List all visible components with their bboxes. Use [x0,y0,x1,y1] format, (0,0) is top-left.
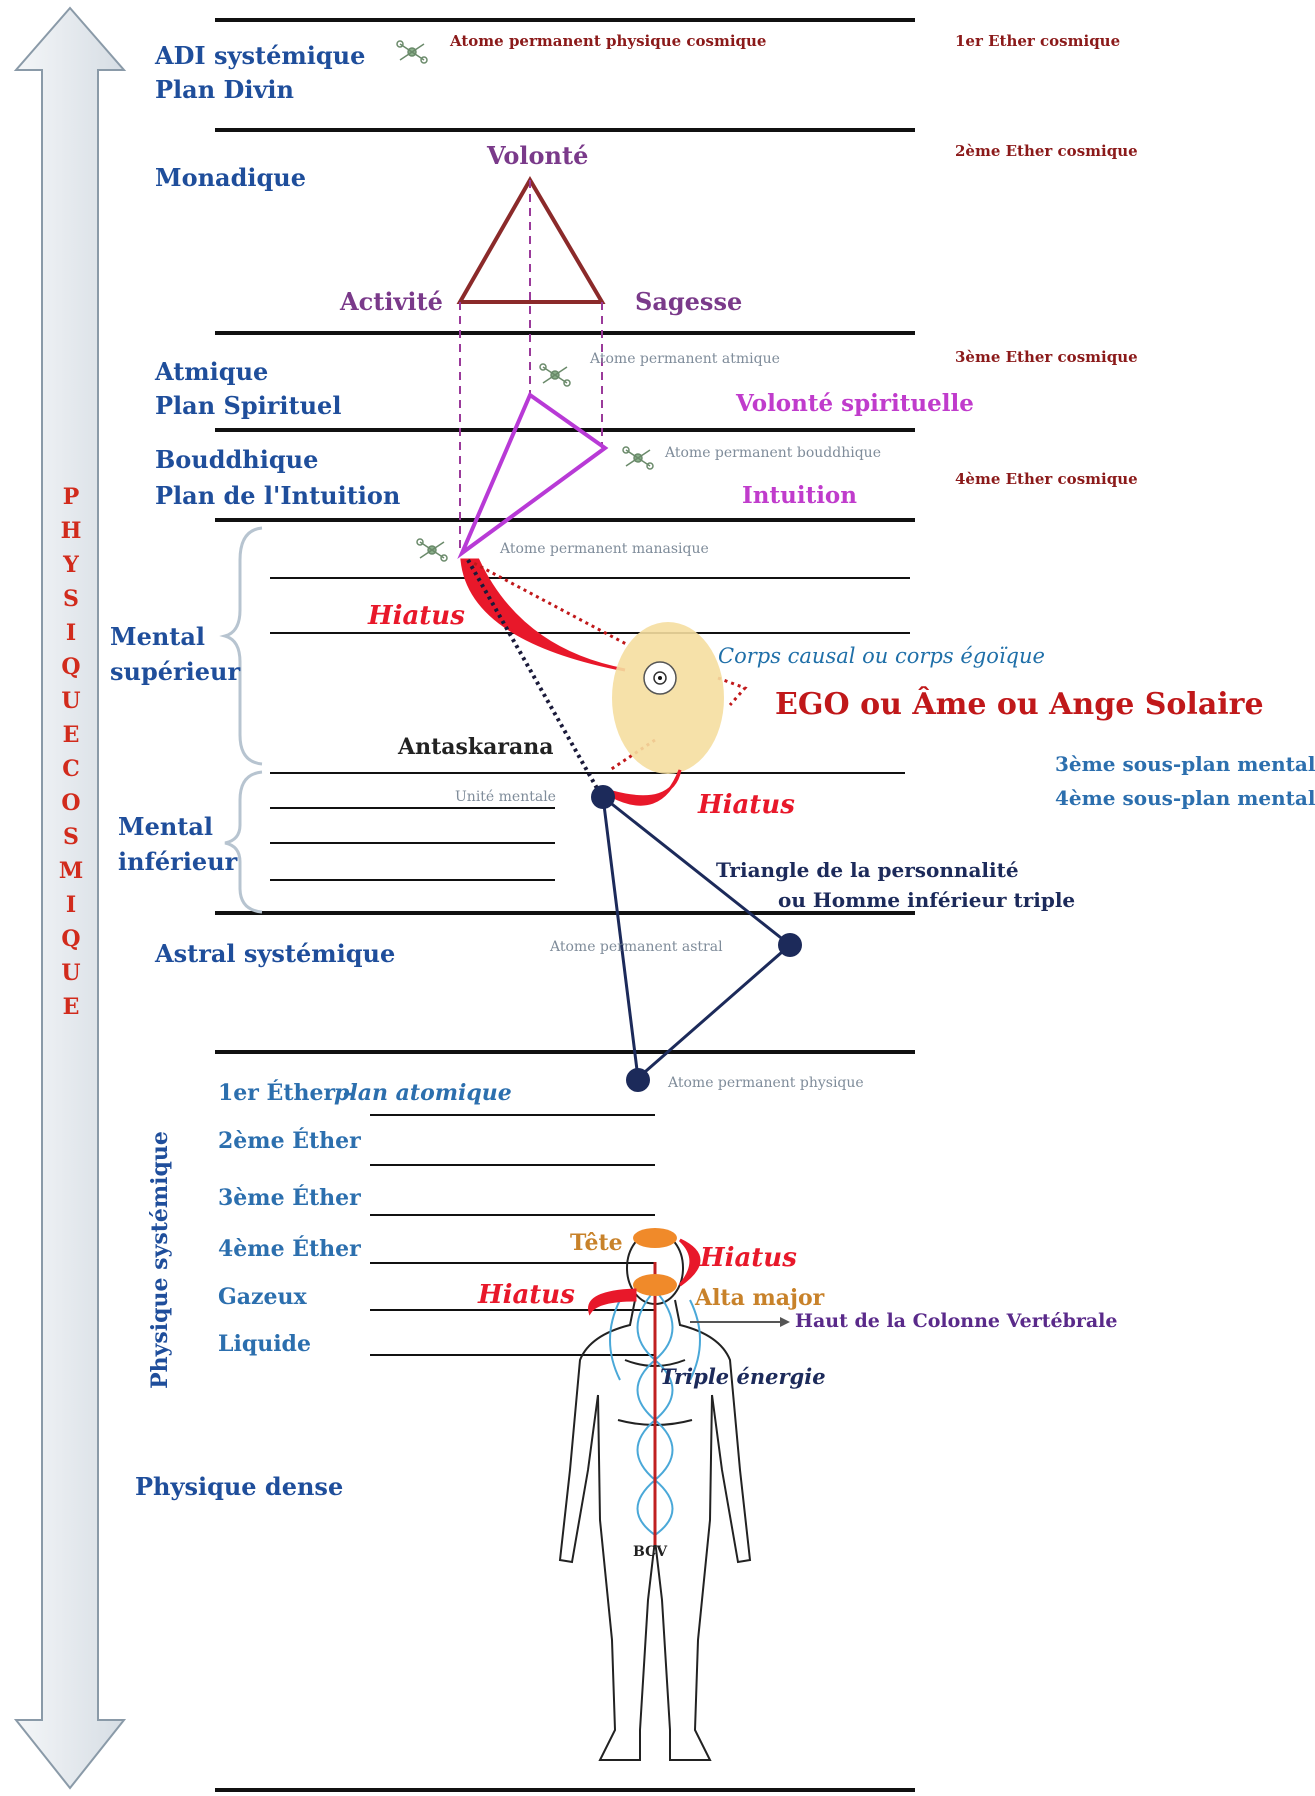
vertical-letter: P [62,484,80,510]
atom-label-bouddhique: Atome permanent bouddhique [665,445,881,461]
plane-label-divin: Plan Divin [155,75,294,104]
vertical-letter: U [61,960,81,986]
vertical-letter: O [61,790,81,816]
atom-icon [396,40,654,562]
double-arrow-icon [13,6,127,1790]
monad-volonte: Volonté [487,141,589,170]
hiatus-label-2: Hiatus [698,790,795,820]
physical-atom-dot [626,1068,650,1092]
volonte-spirituelle: Volonté spirituelle [736,390,974,417]
brace-mental-inferieur [224,770,263,914]
vertical-letter: M [58,858,84,884]
spiritual-triad-triangle [457,391,609,559]
tete-label: Tête [570,1230,623,1256]
diagram-graphics [13,6,915,1792]
hiatus-curve-head [678,1238,701,1287]
astral-atom-dot [778,933,802,957]
hiatus-curve-neck [588,1288,637,1316]
unite-mentale-dot [591,785,615,809]
vertical-label-physique-cosmique: P H Y S I Q U E C O S M I Q U E [56,480,86,1024]
vertical-letter: Q [61,654,81,680]
plane-label-adi: ADI systémique [155,41,366,70]
corps-causal-label: Corps causal ou corps égoïque [718,644,1045,668]
gazeux-label: Gazeux [218,1284,307,1310]
vertical-letter: S [63,586,79,612]
personnalite-label-2: ou Homme inférieur triple [778,888,1076,912]
head-center-icon [633,1228,677,1248]
brace-mental-superieur [219,526,263,766]
ether-4-label: 4ème Éther [218,1236,361,1262]
dotted-link-red [467,558,629,647]
vertical-letter: I [65,892,77,918]
plane-label-mental-sup-1: Mental [110,622,206,651]
arrow-head-icon [780,1317,790,1327]
hiatus-label-3: Hiatus [700,1243,797,1273]
atom-label-unite-mentale: Unité mentale [455,789,556,805]
atom-label-atmique: Atome permanent atmique [590,351,780,367]
plane-label-mental-inf-1: Mental [118,812,214,841]
vertical-letter: I [65,620,77,646]
vertical-letter: E [62,994,80,1020]
vertical-letter: Y [63,552,79,578]
monad-sagesse: Sagesse [635,287,743,316]
dotted-link-red [717,676,748,706]
alta-major-center-icon [633,1274,677,1296]
sous-plan-4: 4ème sous-plan mental [1055,786,1315,810]
ether-1-label: 1er Éther – [218,1080,354,1106]
plane-label-mental-inf-2: inférieur [118,847,238,876]
plane-label-physique-systemique: Physique systémique [147,1131,173,1389]
liquide-label: Liquide [218,1331,311,1357]
hiatus-curve-lower [607,769,682,806]
plane-label-monadique: Monadique [155,163,306,192]
antaskarana-line [466,559,600,791]
plane-label-physique-dense: Physique dense [135,1472,344,1501]
hiatus-label-4: Hiatus [478,1280,575,1310]
vertical-letter: Q [61,926,81,952]
vertical-letter: C [62,756,80,782]
sous-plan-3: 3ème sous-plan mental [1055,752,1315,776]
personality-triangle [601,793,793,1081]
personnalite-label-1: Triangle de la personnalité [716,858,1019,882]
colonne-label: Haut de la Colonne Vertébrale [795,1310,1118,1332]
triple-energie-label: Triple énergie [660,1364,826,1389]
plane-label-astral: Astral systémique [155,939,396,968]
plane-label-bouddhique: Bouddhique [155,445,319,474]
ether-2-label: 2ème Éther [218,1128,361,1154]
hiatus-label-1: Hiatus [368,601,465,631]
ether-cosmique-1: 1er Ether cosmique [955,32,1121,50]
ego-label: EGO ou Âme ou Ange Solaire [775,687,1264,722]
vertical-letter: U [61,688,81,714]
ether-cosmique-3: 3ème Ether cosmique [955,348,1138,366]
diagram-canvas: P H Y S I Q U E C O S M I Q U E ADI syst… [13,6,1315,1792]
antaskarana-label: Antaskarana [398,734,554,760]
ether-1-plan-atomique: plan atomique [334,1080,512,1106]
hiatus-curve-upper [460,558,626,672]
alta-major-label: Alta major [695,1285,825,1311]
plane-label-spirituel: Plan Spirituel [155,391,342,420]
plane-label-mental-sup-2: supérieur [110,657,241,686]
intuition-label: Intuition [742,482,857,509]
monad-triangle [456,176,606,304]
vertical-letter: S [63,824,79,850]
bcv-label: BCV [633,1544,668,1560]
vertical-letter: E [62,722,80,748]
monad-activite: Activité [340,287,443,316]
atom-label-physique: Atome permanent physique [668,1075,864,1091]
vertical-letter: H [60,518,82,544]
atom-label-manasique: Atome permanent manasique [500,541,709,557]
atom-label-physique-cosmique: Atome permanent physique cosmique [450,32,767,50]
plane-label-atmique: Atmique [155,357,269,386]
atom-label-astral: Atome permanent astral [550,939,723,955]
causal-body [612,622,724,774]
lotus-icon [643,661,677,695]
ether-3-label: 3ème Éther [218,1185,361,1211]
plane-label-intuition: Plan de l'Intuition [155,481,401,510]
ether-cosmique-4: 4ème Ether cosmique [955,470,1138,488]
ether-cosmique-2: 2ème Ether cosmique [955,142,1138,160]
